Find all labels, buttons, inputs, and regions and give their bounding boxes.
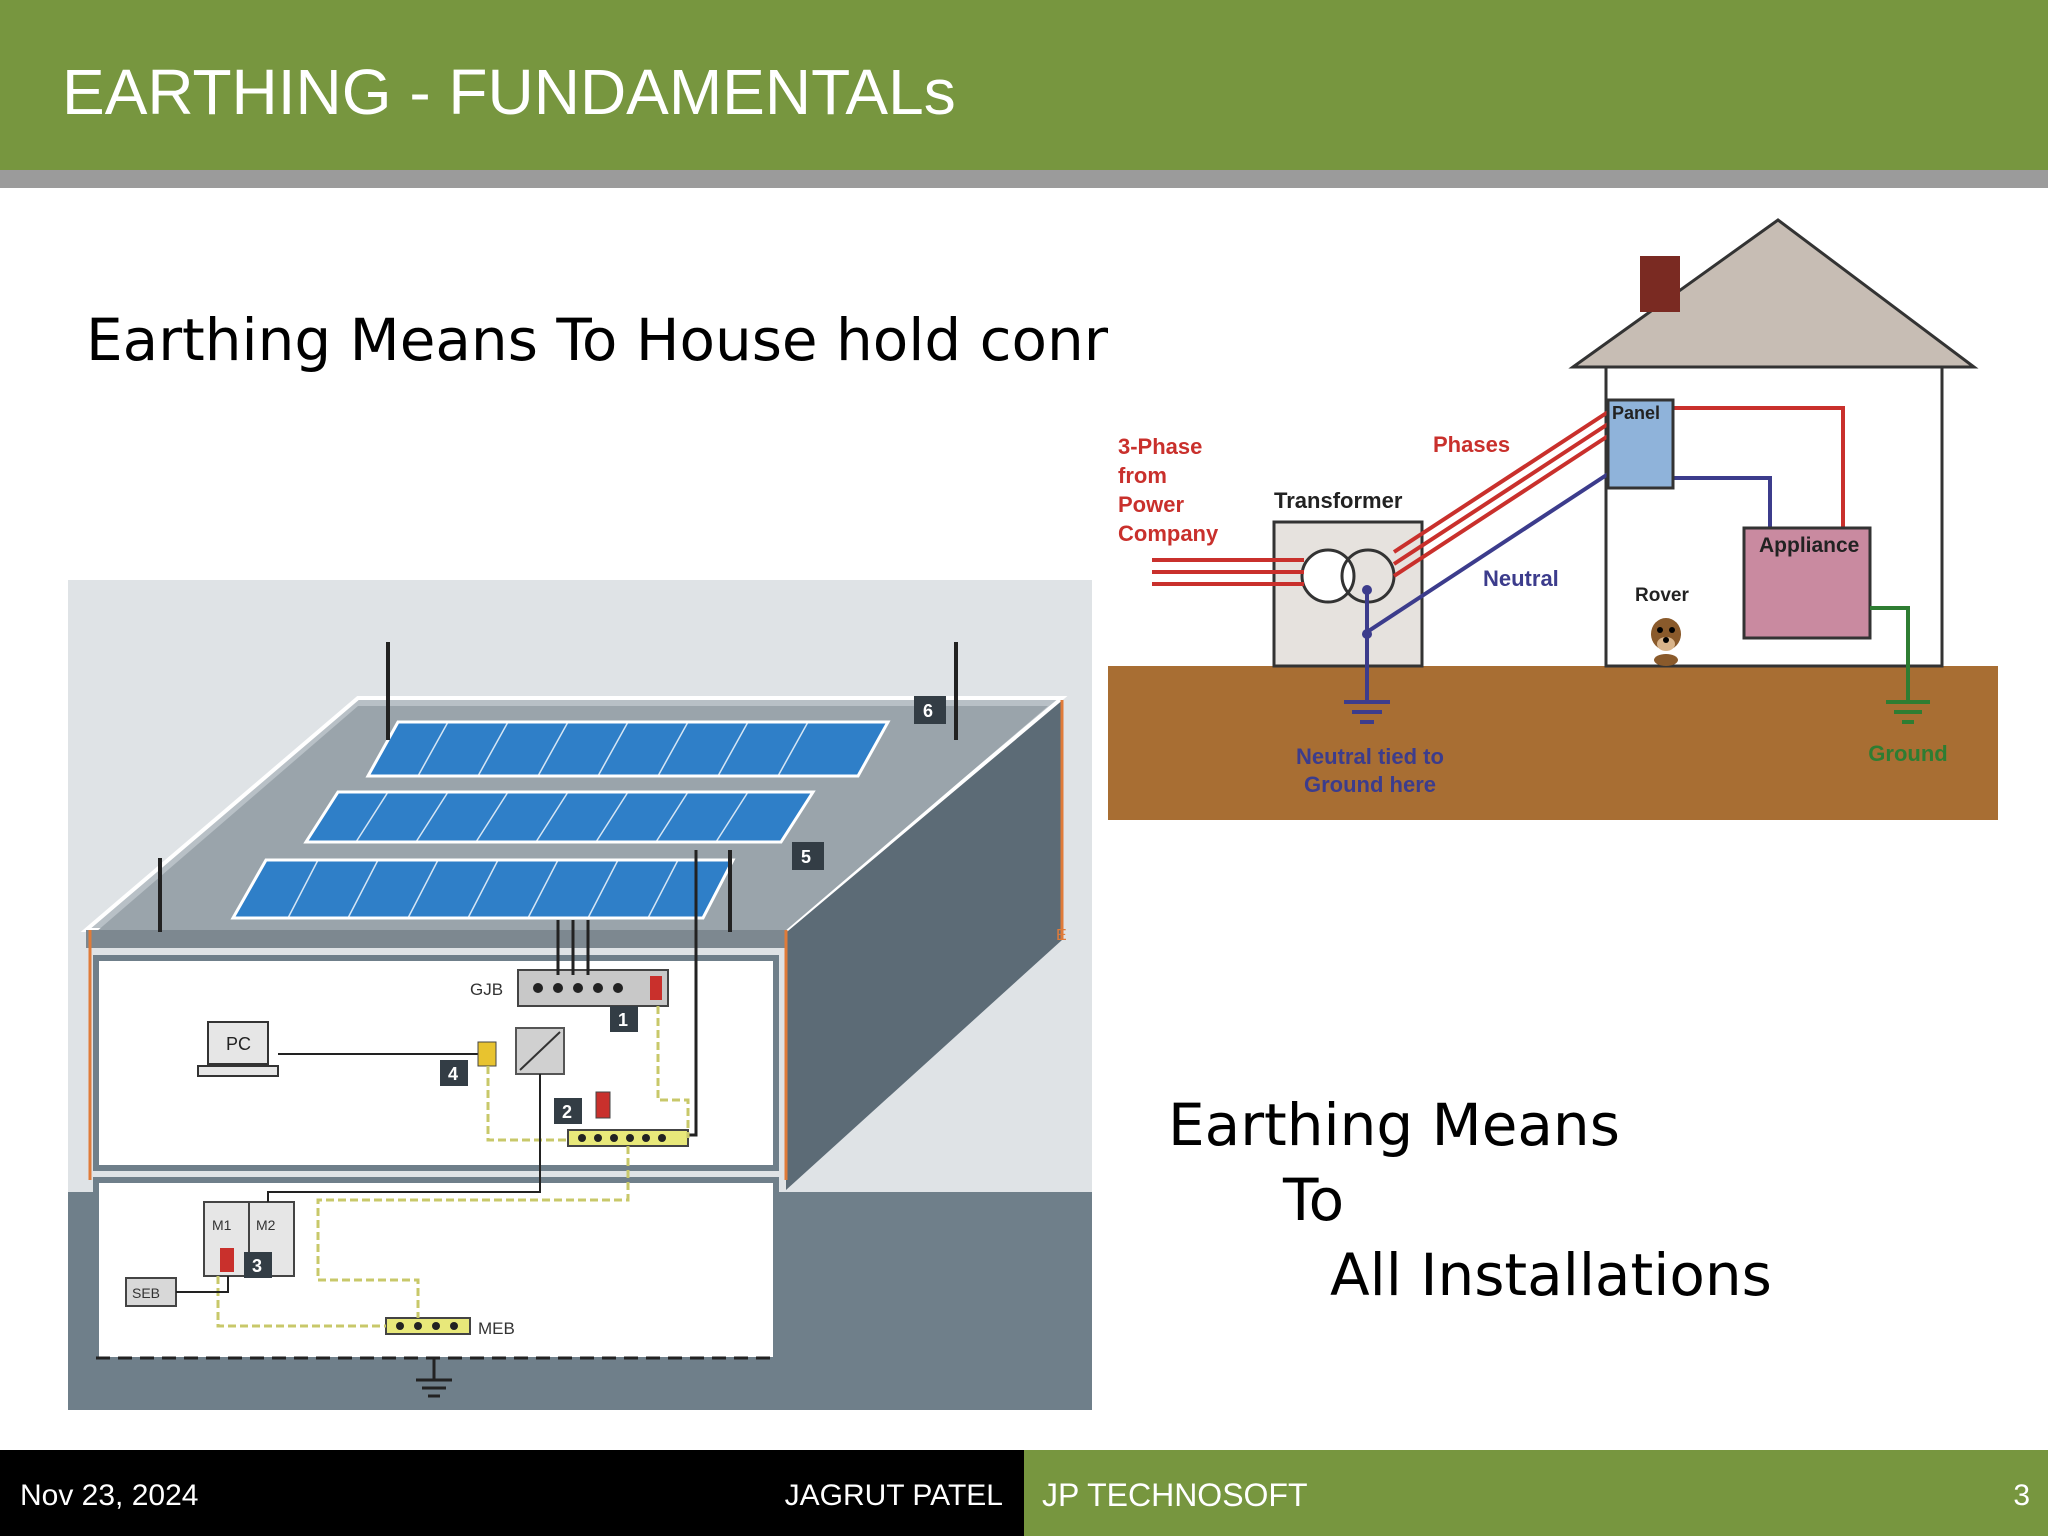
solar-installation-diagram: GJB PC MEB M1 M2 SEB [68,580,1092,1410]
tag-5: 5 [801,847,811,867]
appliance-box [1742,526,1872,640]
label-rover: Rover [1635,585,1689,606]
label-gjb: GJB [470,980,503,999]
label-phases: Phases [1433,432,1510,457]
installations-line-1: Earthing Means [1168,1091,1620,1159]
installations-line-3: All Installations [1330,1241,1772,1309]
footer-right-band [1024,1450,2048,1536]
slide-title: EARTHING - FUNDAMENTALs [62,56,956,128]
title-divider [0,170,2048,188]
tag-4: 4 [448,1064,458,1084]
pc-icon [197,1021,279,1077]
house-chimney [1640,256,1680,312]
footer-author: JAGRUT PATEL [784,1479,1003,1512]
label-m2: M2 [256,1217,276,1233]
panel-box [1606,398,1675,490]
transformer-coil-left [1300,548,1356,604]
ground-soil [1108,666,1998,820]
label-panel: Panel [1612,403,1660,423]
label-ground: Ground [1868,741,1947,766]
label-transformer: Transformer [1274,488,1403,513]
label-m1: M1 [212,1217,232,1233]
label-pc: PC [226,1034,251,1054]
tag-1: 1 [618,1010,628,1030]
rover-dog-icon [1651,618,1681,666]
label-e: E [1056,927,1067,944]
label-3phase-3: Power [1118,492,1184,517]
installations-text: Earthing Means To All Installations [1168,1088,1772,1313]
house-earthing-diagram: 3-Phase from Power Company Phases Transf… [1108,212,1998,820]
solar-panel-row-1 [365,720,891,778]
title-bar [0,0,2048,170]
slide-number: 3 [2013,1479,2030,1512]
footer-date: Nov 23, 2024 [20,1479,199,1512]
installations-line-2: To [1283,1166,1345,1234]
footer-left-band [0,1450,1024,1536]
label-neutral-tied-2: Ground here [1304,772,1436,797]
building-side-wall [786,700,1062,1190]
label-seb: SEB [132,1285,160,1301]
label-3phase-2: from [1118,463,1167,488]
label-neutral: Neutral [1483,566,1559,591]
household-text: Earthing Means To House hold connection [86,306,1300,374]
footer-company: JP TECHNOSOFT [1042,1477,1308,1513]
label-3phase-1: 3-Phase [1118,434,1202,459]
label-meb: MEB [478,1319,515,1338]
label-neutral-tied-1: Neutral tied to [1296,744,1444,769]
tag-3: 3 [252,1256,262,1276]
label-appliance: Appliance [1759,534,1859,557]
tag-2: 2 [562,1102,572,1122]
label-3phase-4: Company [1118,521,1219,546]
tag-6: 6 [923,701,933,721]
solar-panel-row-2 [303,790,816,844]
